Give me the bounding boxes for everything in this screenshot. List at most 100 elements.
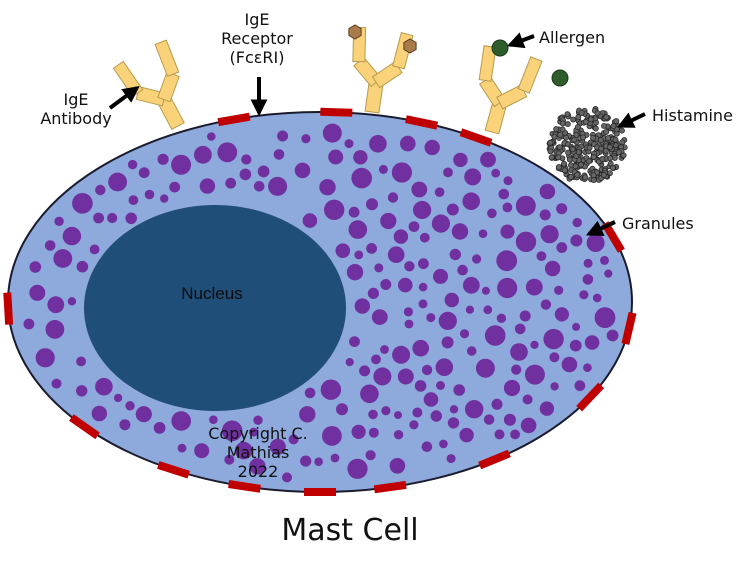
granule (144, 189, 155, 200)
antibody-segment (478, 45, 497, 82)
granule (353, 150, 368, 165)
histamine-molecule (598, 145, 605, 152)
granule (253, 181, 265, 192)
histamine-molecule (609, 164, 616, 171)
granule (439, 439, 448, 449)
granule (447, 417, 460, 429)
histamine-molecule (571, 136, 578, 143)
granule (67, 297, 77, 306)
granule (462, 192, 481, 210)
histamine-molecule (615, 149, 622, 156)
granule (157, 153, 169, 165)
histamine-molecule (555, 154, 562, 161)
granule (530, 340, 539, 349)
granule (135, 406, 152, 423)
granule (209, 415, 218, 425)
histamine-molecule (613, 118, 620, 125)
granule (491, 398, 503, 410)
granule (76, 356, 86, 367)
granule (336, 403, 348, 416)
granule (354, 250, 364, 260)
granule (561, 356, 578, 373)
antibody-segment (517, 56, 543, 94)
histamine-molecule (574, 171, 581, 178)
ige-receptor (320, 107, 353, 117)
granule (217, 142, 238, 163)
granule (138, 167, 150, 179)
granule (514, 323, 526, 335)
granule (544, 260, 561, 277)
histamine-molecule (564, 121, 571, 128)
granule (125, 401, 135, 411)
ige-receptor (157, 461, 190, 479)
ige-receptor (3, 292, 14, 325)
granule (503, 176, 513, 186)
granule (300, 455, 312, 467)
granule (367, 287, 379, 299)
granule (374, 263, 384, 273)
granule (199, 178, 216, 194)
granule (89, 244, 100, 255)
granule (153, 422, 166, 434)
granule (444, 292, 459, 308)
granule (549, 352, 560, 363)
granule (491, 168, 501, 178)
granules-arrow (585, 220, 616, 236)
granule (387, 246, 405, 263)
granule (435, 358, 454, 377)
granule (351, 167, 373, 189)
granule (412, 407, 423, 418)
granule (207, 132, 216, 141)
granule (496, 313, 507, 323)
histamine-molecule (578, 109, 585, 116)
histamine-molecule (607, 144, 613, 151)
granule (320, 379, 342, 400)
granules-label: Granules (622, 214, 694, 233)
granule (160, 194, 169, 203)
granule (572, 217, 582, 228)
histamine-molecule (553, 126, 560, 133)
granule (54, 216, 64, 226)
granule (418, 299, 428, 309)
histamine-molecule (569, 146, 576, 153)
histamine-molecule (612, 136, 619, 143)
granule (319, 179, 336, 196)
ige-receptor (405, 115, 439, 130)
granule (433, 268, 448, 284)
ige-receptor (69, 414, 100, 440)
ige-receptor (304, 488, 336, 496)
granule (397, 368, 414, 385)
ige-antibody-label: IgE Antibody (38, 90, 114, 128)
granule (344, 139, 354, 149)
granule (241, 154, 252, 165)
granule (194, 145, 212, 164)
histamine-molecule (600, 172, 607, 178)
granule (239, 168, 252, 181)
granule (414, 380, 427, 392)
granule (404, 319, 414, 329)
granule (418, 258, 429, 270)
granule (583, 258, 593, 268)
granule (570, 234, 583, 247)
granule (480, 151, 496, 168)
granule (540, 299, 552, 310)
antibody-segment (154, 39, 180, 78)
histamine-molecule (605, 135, 612, 142)
granule (369, 135, 387, 153)
histamine-molecule (564, 111, 571, 118)
granule (335, 243, 351, 258)
granule (354, 298, 370, 314)
histamine-molecule (570, 116, 577, 123)
histamine-molecule (588, 116, 594, 123)
histamine-molecule (586, 158, 593, 165)
granule (346, 264, 364, 281)
granule (459, 329, 470, 339)
ige-antibody (112, 39, 185, 130)
granule (574, 380, 586, 392)
allergen-label: Allergen (539, 28, 606, 47)
granule (457, 264, 468, 276)
granule (76, 385, 88, 397)
granule (434, 187, 445, 197)
histamine-molecule (619, 139, 626, 146)
granule (408, 221, 420, 233)
